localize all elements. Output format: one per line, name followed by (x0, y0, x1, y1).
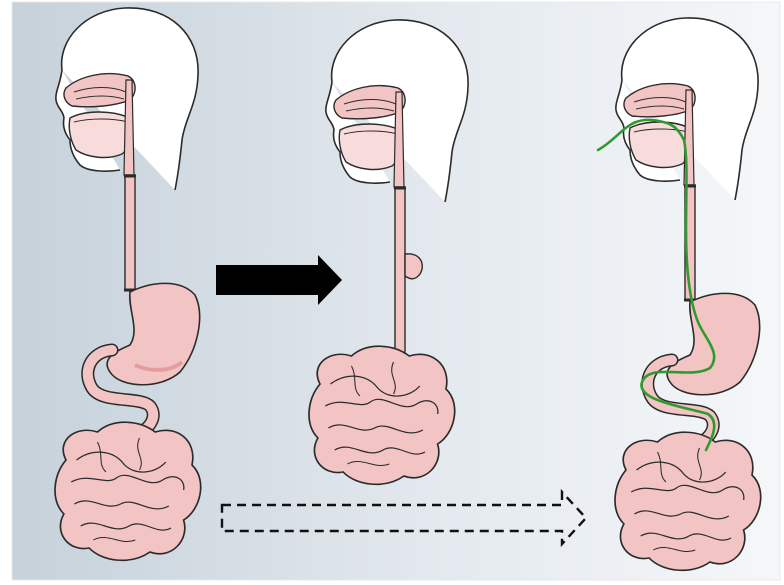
head-outline-icon (326, 20, 468, 202)
esophagus-icon (395, 187, 405, 362)
head-outline-icon (56, 8, 198, 190)
intestines-icon (615, 432, 761, 570)
intestines-icon (309, 346, 455, 484)
intestines-icon (55, 422, 201, 560)
esophagus-icon (125, 175, 135, 290)
pouch-icon (405, 254, 422, 279)
